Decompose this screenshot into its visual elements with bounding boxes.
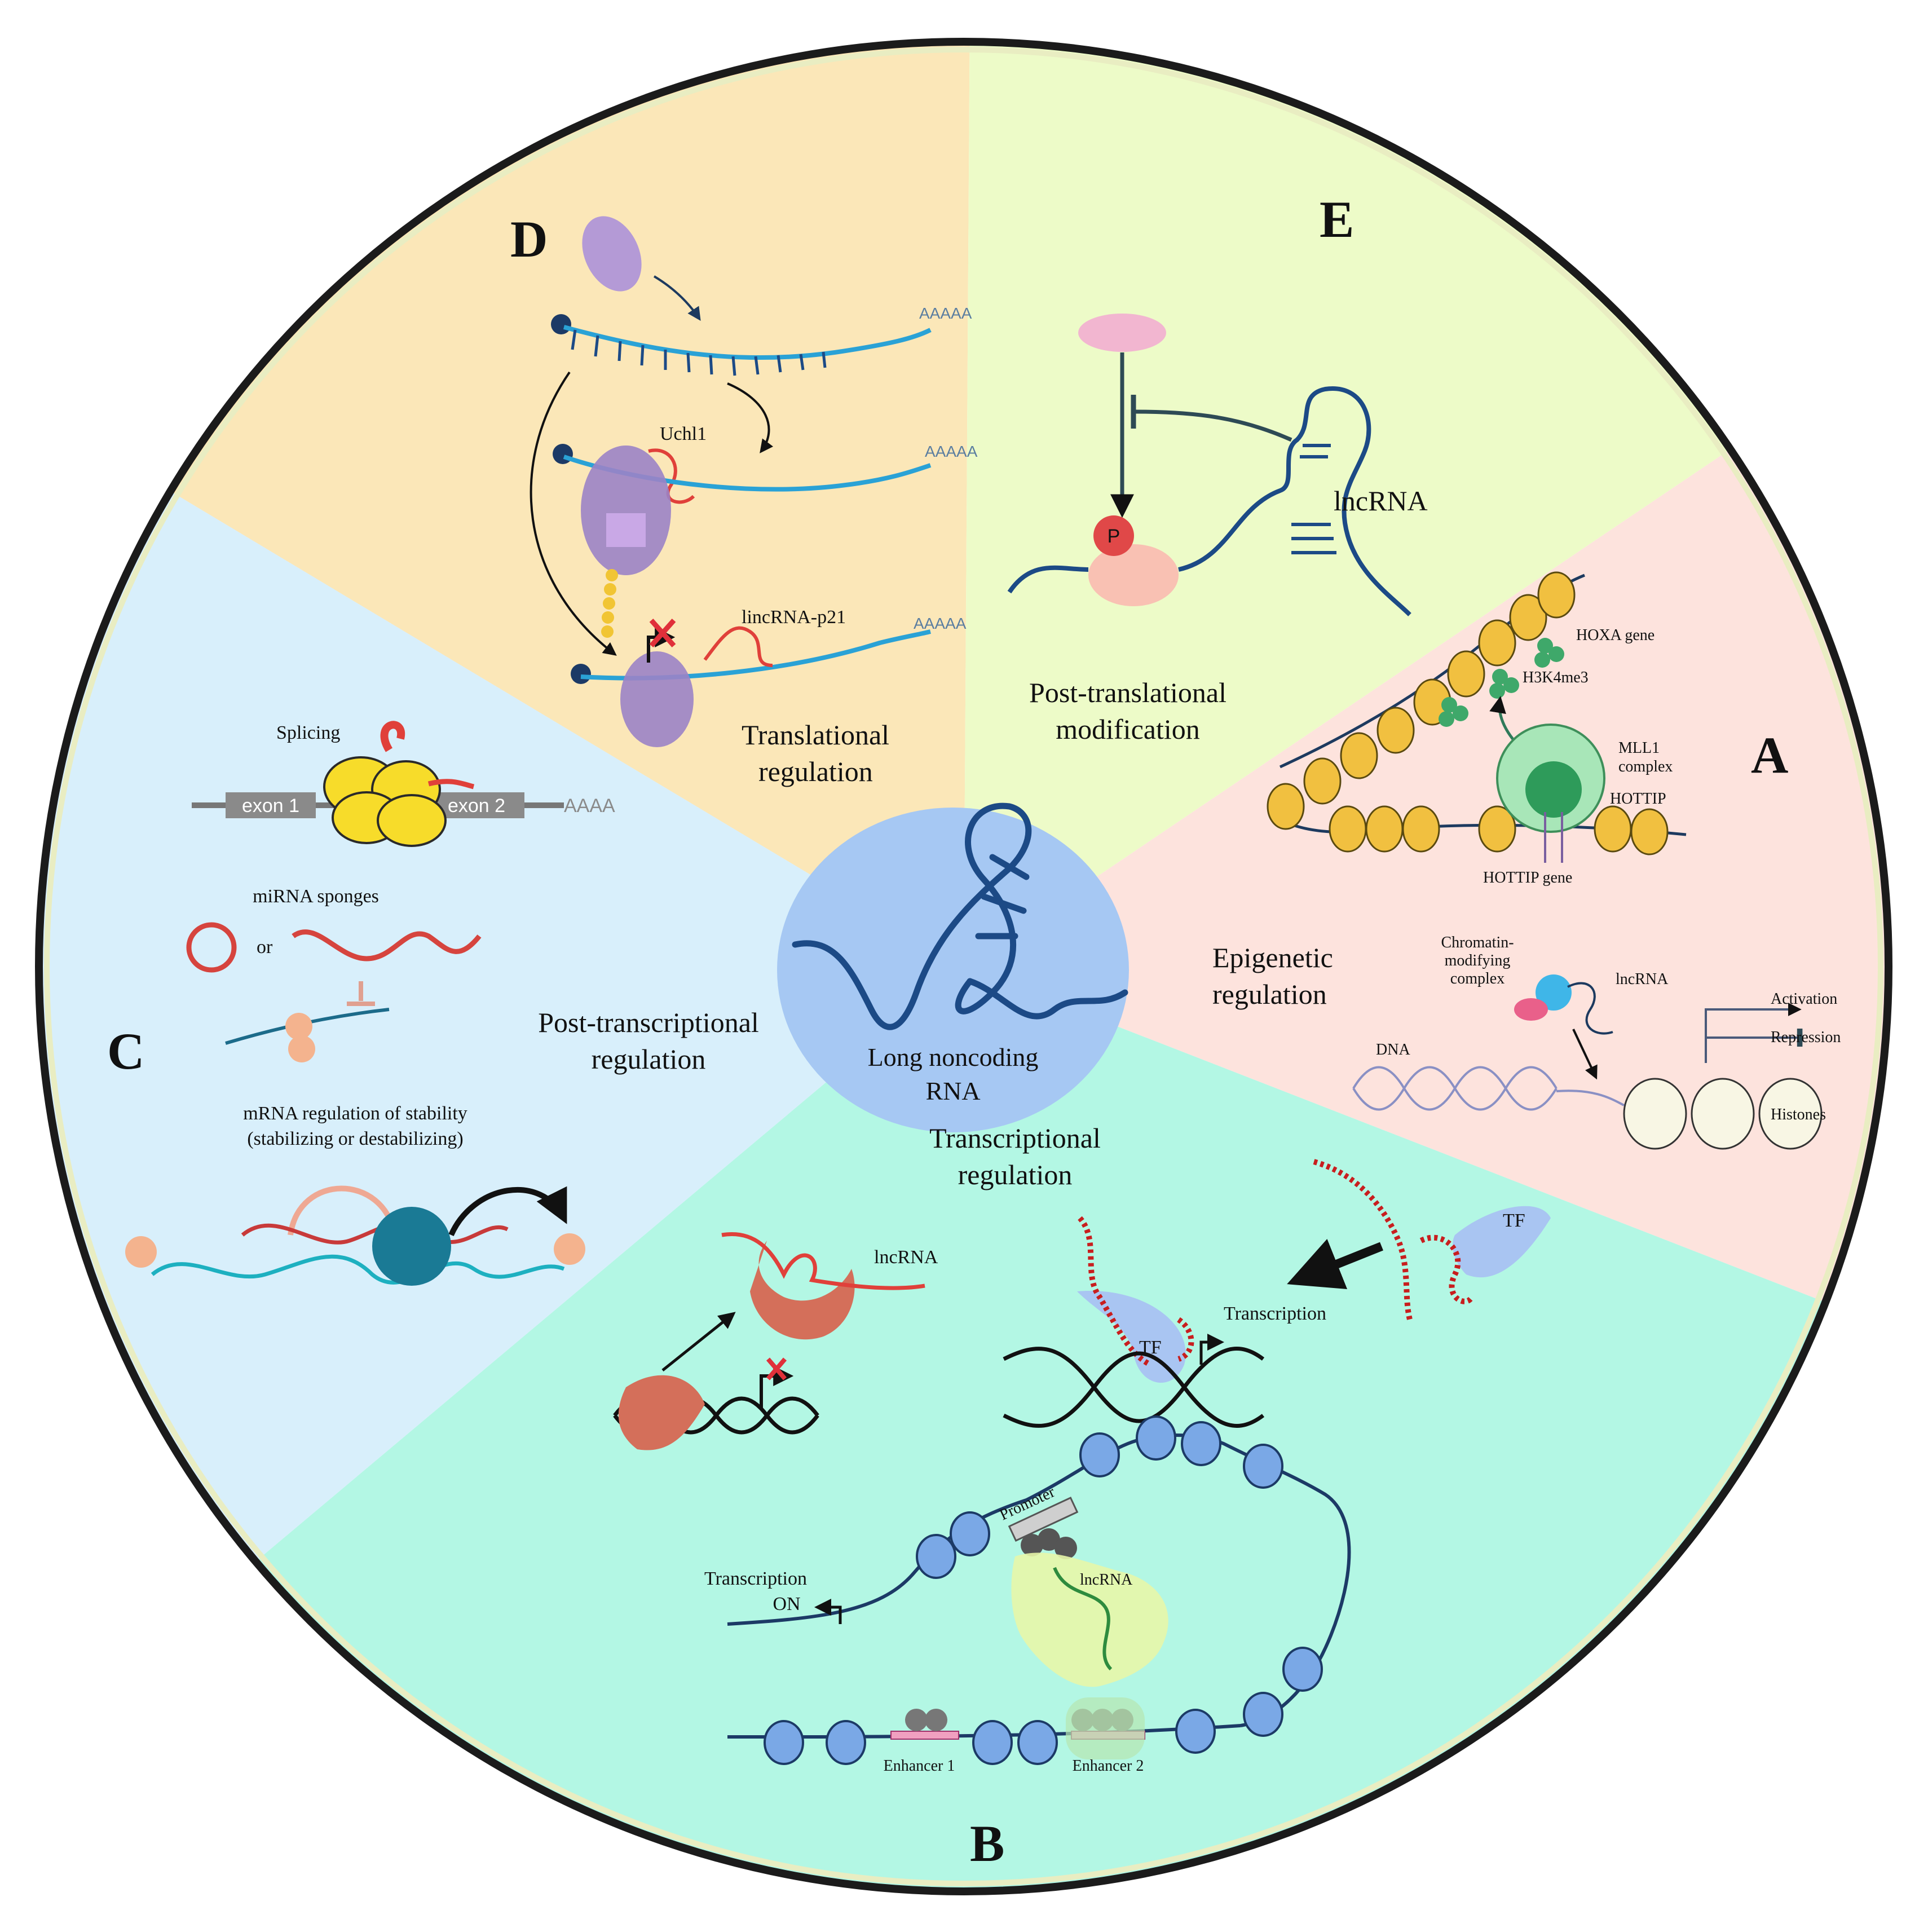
kinase-icon (1078, 314, 1166, 352)
center-disc (777, 808, 1129, 1132)
ribosome-icon (581, 445, 671, 575)
or-label: or (257, 937, 273, 958)
exon1-label: exon 1 (242, 795, 299, 817)
mrna-strand-C (151, 1254, 565, 1285)
histone-icons (1623, 1078, 1823, 1150)
stability-label-line1: mRNA regulation of stability (243, 1103, 467, 1124)
tf-protein-icon-2 (1453, 1206, 1551, 1278)
lncrna-molecule-icon (792, 802, 1128, 1030)
dna-double-helix-right (1003, 1347, 1265, 1428)
splicing-label: Splicing (276, 722, 340, 743)
panel-title-E-line1: Post-translational (1029, 677, 1226, 708)
block-x-icon (649, 619, 676, 647)
substrate-protein-strand (1007, 565, 1089, 594)
mll1-label-line1: MLL1 (1618, 739, 1660, 757)
panel-B: Transcriptional regulation lncRNA TF Tra… (613, 1122, 1551, 1872)
center-title-line1: Long noncoding (868, 1043, 1039, 1071)
mrna-cap-icon (551, 314, 571, 334)
histones-label: Histones (1771, 1106, 1826, 1123)
chromatin-label-line1: Chromatin- (1441, 934, 1514, 951)
mirna-sponges-label: miRNA sponges (253, 886, 379, 907)
panel-C: C Splicing exon 1 exon 2 AAAA miRNA spon… (107, 721, 759, 1286)
panel-title-A-line2: regulation (1212, 978, 1327, 1010)
phospho-label: P (1108, 526, 1120, 547)
sector-C (41, 389, 964, 1776)
polya-label-C: AAAA (564, 795, 615, 817)
polya-tail-3: AAAAA (914, 615, 967, 632)
ribosome-stalled-icon (620, 651, 694, 747)
center-title-line2: RNA (925, 1077, 980, 1105)
chromatin-label-line3: complex (1450, 970, 1505, 987)
exon2-label: exon 2 (448, 795, 505, 817)
nucleosome-beads (764, 1415, 1323, 1765)
exon1-box (226, 792, 316, 818)
circrna-sponge-icon (186, 922, 237, 973)
dna-helix (1352, 1066, 1558, 1111)
h3k4me3-marks (1439, 638, 1564, 727)
rbp-icon (372, 1207, 451, 1286)
enhancer2-label: Enhancer 2 (1073, 1757, 1144, 1775)
panel-letter-C: C (107, 1022, 144, 1080)
tf-label-2: TF (1503, 1210, 1525, 1231)
hottip-label: HOTTIP (1610, 790, 1666, 808)
panel-letter-B: B (970, 1815, 1004, 1872)
lncrna-label-E: lncRNA (1334, 485, 1428, 517)
hoxa-gene-label: HOXA gene (1576, 627, 1655, 644)
panel-A: A HOXA gene H3K4me3 MLL1 complex HOTTIP … (1212, 571, 1841, 1150)
enhancer1-label: Enhancer 1 (884, 1757, 955, 1775)
lncrna-label-A: lncRNA (1616, 971, 1669, 988)
panel-title-C-line1: Post-transcriptional (538, 1007, 759, 1038)
transcription-on-label-line1: Transcription (704, 1568, 807, 1589)
sector-B (41, 967, 1886, 1889)
sector-A (964, 316, 1886, 1342)
panel-title-C-line2: regulation (592, 1043, 706, 1075)
lncrna-loop-label: lncRNA (1080, 1571, 1133, 1589)
lncrna-structure-2 (1313, 1159, 1475, 1321)
chromatin-complex-icon (1536, 974, 1572, 1011)
mrna-strand-1 (563, 325, 932, 360)
panel-title-E-line2: modification (1056, 713, 1200, 745)
hottip-gene-label: HOTTIP gene (1483, 869, 1572, 886)
mll1-label-line2: complex (1618, 758, 1673, 775)
panel-letter-E: E (1320, 191, 1354, 248)
panel-title-B-line1: Transcriptional (929, 1122, 1101, 1154)
stability-label-line2: (stabilizing or destabilizing) (247, 1128, 463, 1149)
dna-label: DNA (1376, 1041, 1410, 1058)
lncrna-hairpin-icon (1178, 386, 1411, 616)
repression-label: Repression (1771, 1029, 1841, 1046)
h3k4me3-label: H3K4me3 (1523, 669, 1589, 686)
spliceosome-icon (323, 756, 447, 847)
panel-E: E P lncRNA Post-translational modificati… (1007, 191, 1428, 745)
outer-ring (35, 38, 1892, 1895)
panel-D: D AAAAA Uchl1 AAAAA (510, 210, 978, 787)
lincrna-p21-label: lincRNA-p21 (742, 607, 846, 628)
panel-title-B-line2: regulation (958, 1159, 1073, 1190)
transcription-label-B: Transcription (1224, 1303, 1326, 1324)
lncrna-label-B-left: lncRNA (874, 1247, 938, 1268)
polya-tail-1: AAAAA (919, 305, 972, 322)
panel-letter-A: A (1751, 726, 1788, 784)
phosphate-icon (1093, 515, 1134, 556)
ribosome-small-subunit-icon (582, 216, 642, 292)
polya-tail-2: AAAAA (925, 443, 978, 460)
panel-title-D-line1: Translational (742, 719, 889, 751)
linear-sponge-icon (292, 929, 482, 961)
activation-label: Activation (1771, 990, 1837, 1008)
chromatin-label-line2: modifying (1445, 952, 1511, 969)
transcription-on-label-line2: ON (773, 1594, 800, 1615)
panel-title-D-line2: regulation (758, 756, 873, 787)
panel-letter-D: D (510, 210, 548, 268)
nucleosome-icons (1267, 571, 1669, 855)
lncrna-structure-1 (1078, 1216, 1194, 1368)
substrate-protein-icon (1088, 544, 1179, 606)
panel-title-A-line1: Epigenetic (1212, 942, 1333, 973)
outer-ring-inner (44, 47, 1883, 1886)
uchl1-label: Uchl1 (660, 424, 707, 444)
